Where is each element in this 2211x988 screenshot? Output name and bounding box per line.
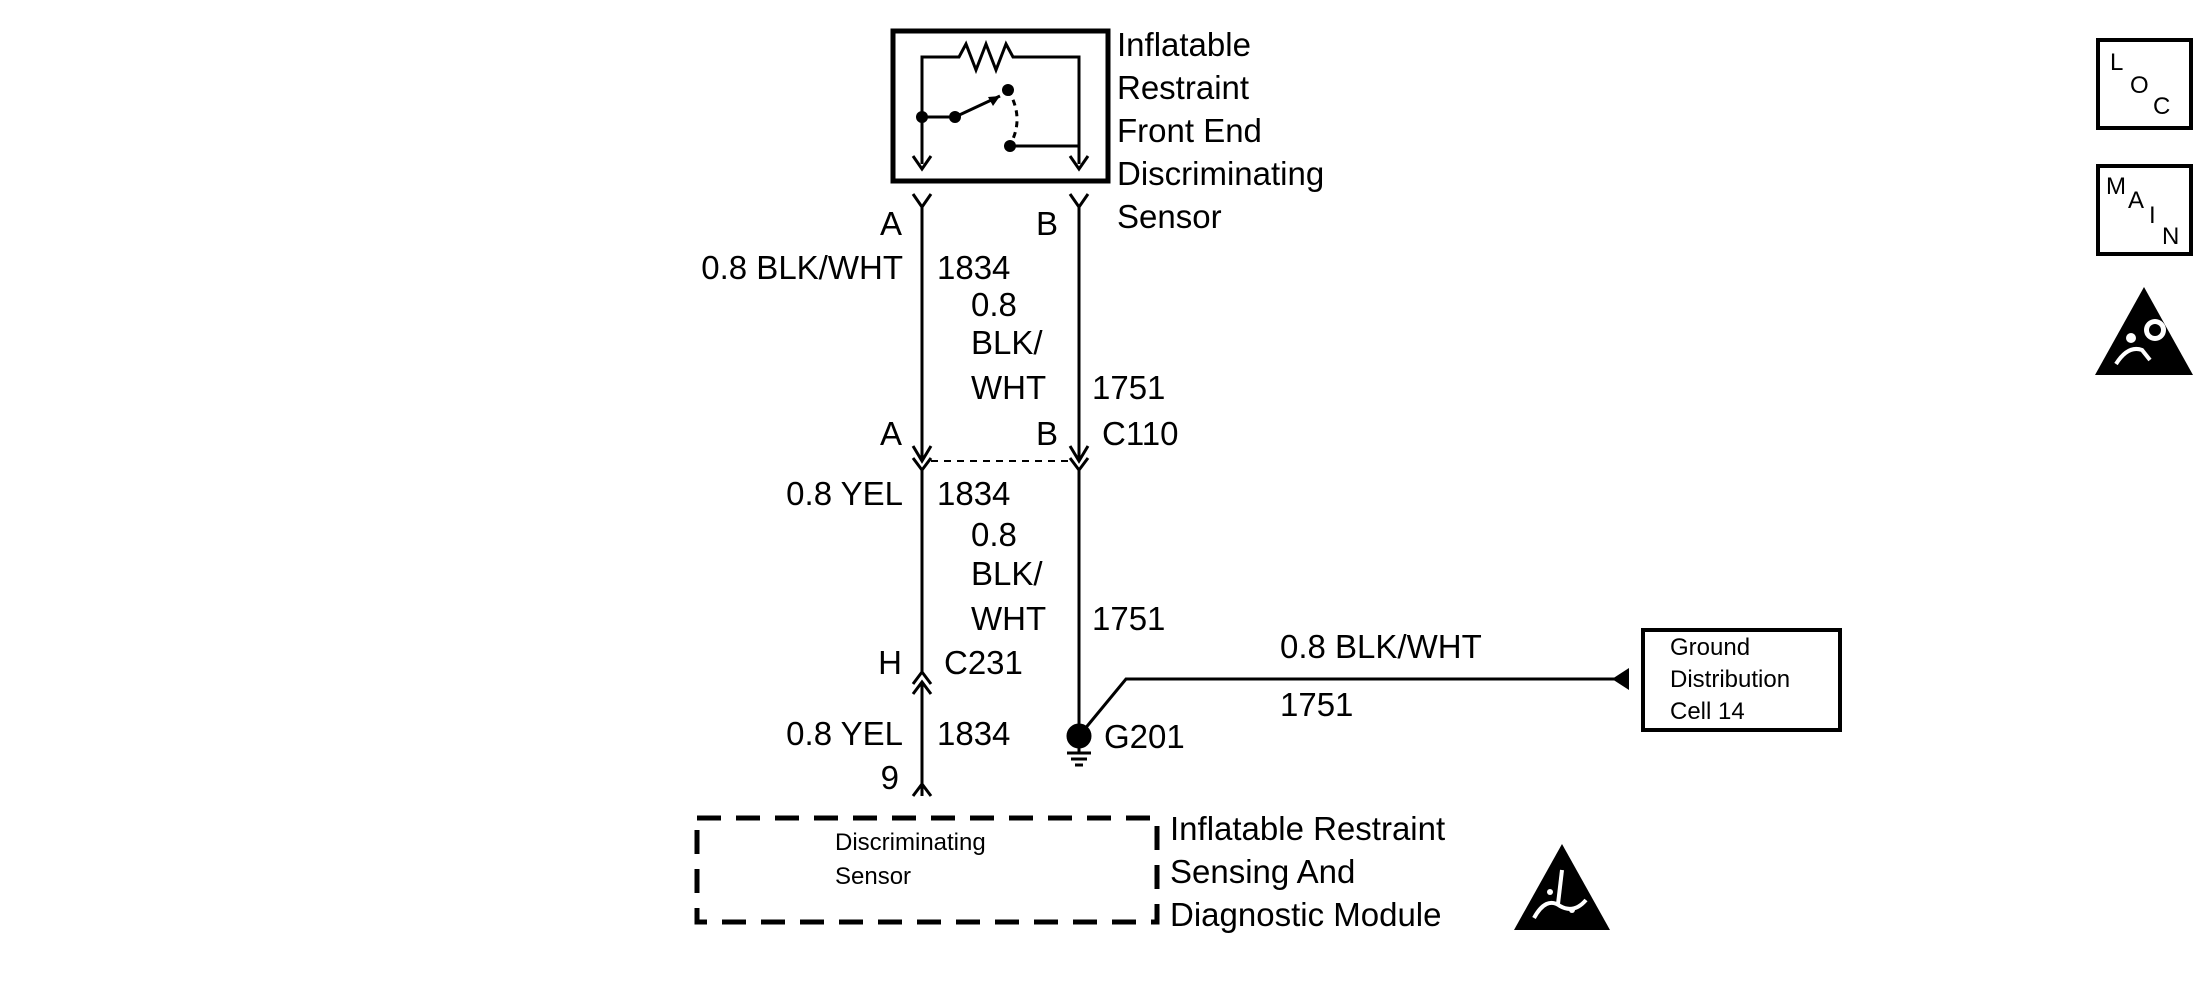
module-inner-line-2: Sensor — [835, 863, 911, 890]
wire-left-middle-spec: 0.8 YEL — [786, 475, 903, 512]
sensor-internal-nodes — [916, 84, 1016, 152]
sensor-outer-box — [890, 28, 1111, 184]
c110-a-arrow — [911, 445, 933, 464]
loc-icon[interactable]: L O C — [2096, 38, 2193, 130]
sensor-name-line-2: Restraint — [1117, 69, 1249, 106]
ground-distribution-line-2: Distribution — [1670, 666, 1790, 693]
main-letter-n: N — [2162, 223, 2179, 250]
ground-g201-symbol — [1066, 723, 1092, 767]
c110-pin-b: B — [1036, 415, 1058, 452]
c110-id: C110 — [1102, 415, 1178, 452]
sensor-name-line-3: Front End — [1117, 112, 1262, 149]
inflatable-restraint-sdm[interactable]: Discriminating Sensor Inflatable Restrai… — [694, 810, 1445, 933]
c231-chevron-upper — [911, 669, 933, 685]
wire-left-middle-circuit: 1834 — [937, 475, 1010, 512]
c110-pin-a: A — [880, 415, 902, 452]
sensor-internal-circuit — [911, 39, 1090, 172]
wire-left-lower-spec: 0.8 YEL — [786, 715, 903, 752]
c110-b-arrow — [1068, 445, 1090, 464]
module-pin-9-chevron — [911, 781, 933, 797]
loc-letter-c: C — [2153, 93, 2170, 120]
ground-distribution-line-1: Ground — [1670, 634, 1750, 661]
module-name-line-1: Inflatable Restraint — [1170, 810, 1445, 847]
module-dashed-box — [694, 815, 1160, 925]
wire-right-upper-spec-1: 0.8 — [971, 286, 1017, 323]
connector-labels: A B A B C110 H C231 — [878, 205, 1178, 681]
module-name-line-3: Diagnostic Module — [1170, 896, 1441, 933]
top-connector-pin-a: A — [880, 205, 902, 242]
c231-pin: H — [878, 644, 902, 681]
main-letter-m: M — [2106, 173, 2126, 200]
front-end-discriminating-sensor[interactable]: Inflatable Restraint Front End Discrimin… — [890, 26, 1324, 235]
top-connector-a-mark — [911, 193, 933, 210]
ground-distribution-box — [1641, 628, 1842, 732]
loc-letter-o: O — [2130, 72, 2149, 99]
sensor-name-line-1: Inflatable — [1117, 26, 1251, 63]
wire-right-middle-spec-2: BLK/ — [971, 555, 1043, 592]
wire-right-upper-circuit: 1751 — [1092, 369, 1165, 406]
wire-left-upper-spec: 0.8 BLK/WHT — [701, 249, 903, 286]
sensor-name-line-5: Sensor — [1117, 198, 1222, 235]
module-inner-line-1: Discriminating — [835, 829, 986, 856]
top-connector-b-mark — [1068, 193, 1090, 210]
c231-id: C231 — [944, 644, 1023, 681]
wire-left-upper-circuit: 1834 — [937, 249, 1010, 286]
sensor-name-line-4: Discriminating — [1117, 155, 1324, 192]
wire-ground-run — [1077, 677, 1627, 737]
main-letter-a: A — [2128, 187, 2144, 214]
module-name-line-2: Sensing And — [1170, 853, 1355, 890]
ground-g201-label: G201 — [1104, 718, 1185, 755]
esd-warning-icon — [1514, 844, 1610, 930]
wire-right-upper-spec-2: BLK/ — [971, 324, 1043, 361]
wire-paths — [911, 193, 1627, 797]
sensor-name-label: Inflatable Restraint Front End Discrimin… — [1117, 26, 1324, 235]
wire-ground-run-circuit: 1751 — [1280, 686, 1353, 723]
airbag-warning-icon[interactable] — [2095, 287, 2193, 375]
wire-ground-run-spec: 0.8 BLK/WHT — [1280, 628, 1482, 665]
wire-right-middle-spec-3: WHT — [971, 600, 1046, 637]
loc-letter-l: L — [2110, 49, 2123, 76]
ground-distribution-arrowhead — [1612, 668, 1629, 690]
wire-left-lower-circuit: 1834 — [937, 715, 1010, 752]
wire-labels: 0.8 BLK/WHT 1834 0.8 BLK/ WHT 1751 0.8 Y… — [701, 249, 1481, 796]
wire-right-upper-spec-3: WHT — [971, 369, 1046, 406]
top-connector-pin-b: B — [1036, 205, 1058, 242]
ground-distribution-cell-14[interactable]: Ground Distribution Cell 14 — [1641, 628, 1842, 732]
ground-distribution-line-3: Cell 14 — [1670, 698, 1745, 725]
main-icon[interactable]: M A I N — [2096, 164, 2193, 256]
module-pin-9: 9 — [881, 759, 899, 796]
wire-right-middle-spec-1: 0.8 — [971, 516, 1017, 553]
wire-right-middle-circuit: 1751 — [1092, 600, 1165, 637]
main-letter-i: I — [2149, 202, 2156, 229]
